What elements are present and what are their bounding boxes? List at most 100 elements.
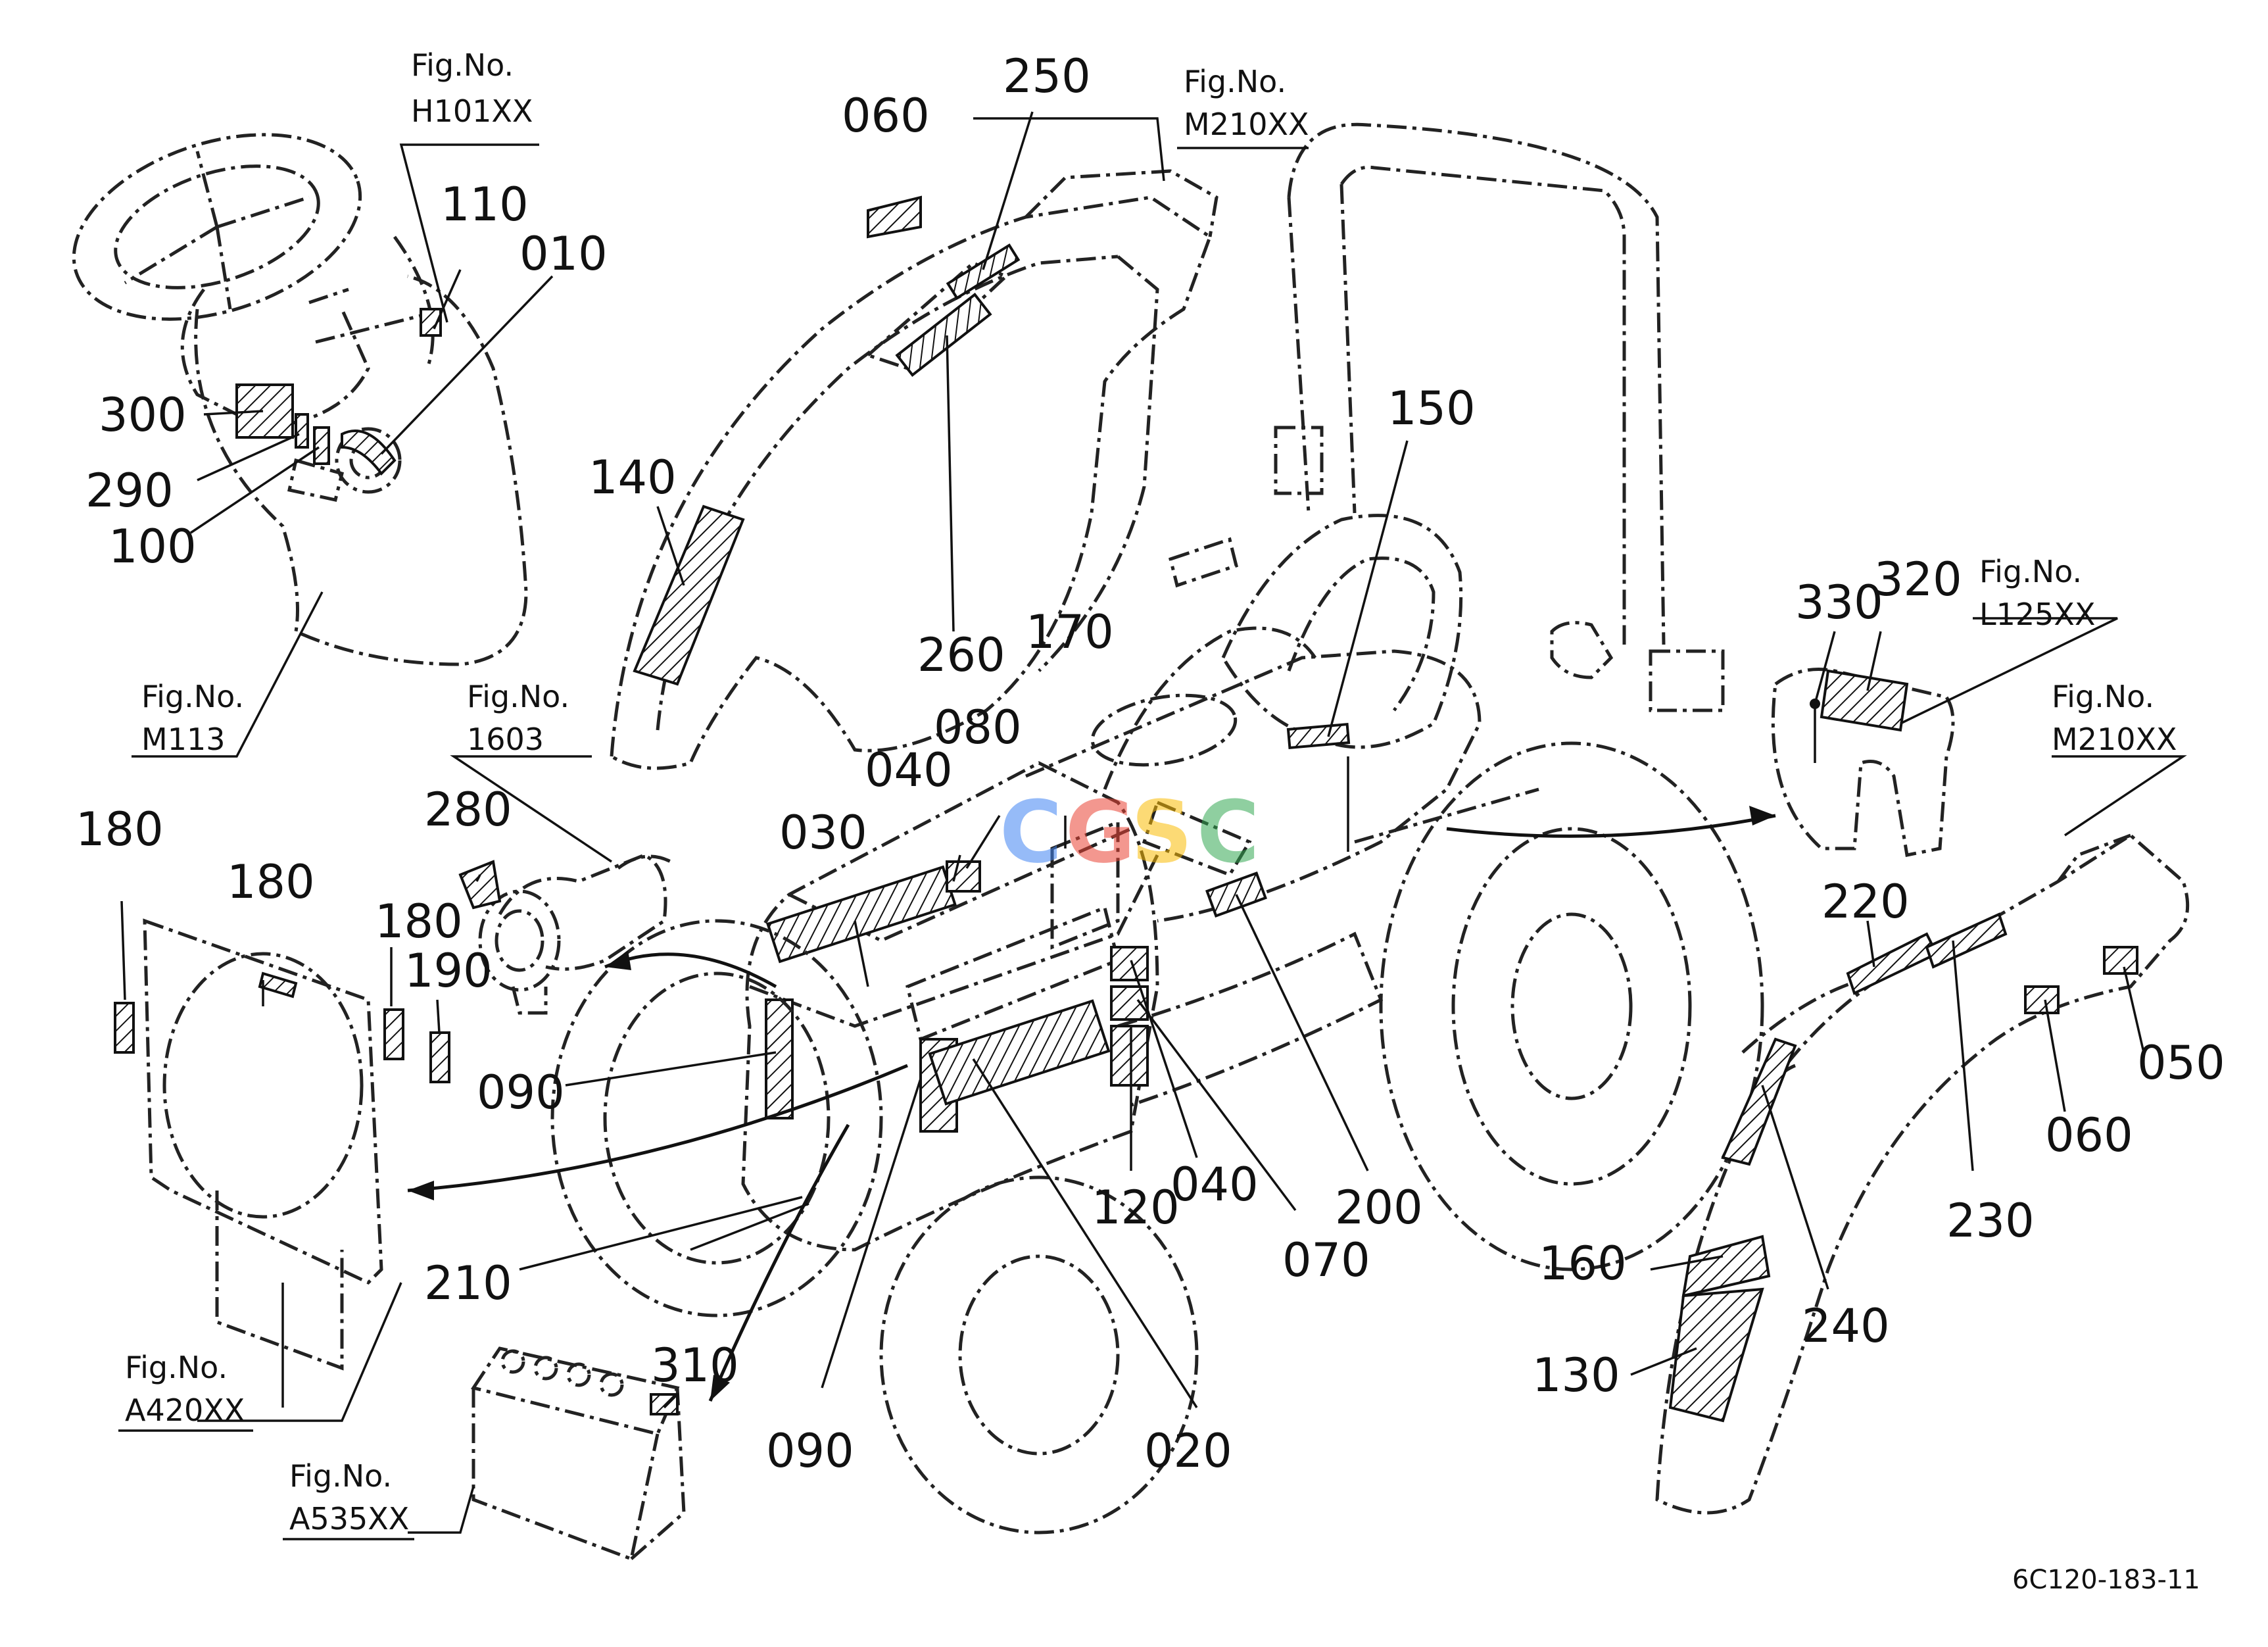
part-label-320: 320: [1874, 553, 1962, 606]
fig-prefix-h101: Fig.No.: [411, 47, 514, 83]
decal-250: [946, 243, 1021, 300]
steering-dash-assembly: [72, 133, 528, 666]
decal-130: [1668, 1287, 1764, 1423]
part-label-180-right: 180: [375, 895, 463, 948]
decal-060-top: [867, 195, 922, 239]
part-label-300: 300: [99, 388, 187, 442]
radiator-shroud: [114, 918, 450, 1371]
part-label-040-bottom: 040: [1170, 1158, 1259, 1212]
rops-bracket: [1771, 668, 1955, 857]
decal-180-left: [114, 1002, 135, 1054]
part-label-190: 190: [404, 944, 493, 998]
decal-120: [1110, 1025, 1149, 1087]
fig-prefix-l125: Fig.No.: [1979, 554, 2082, 589]
watermark-letter-3: S: [1131, 782, 1193, 882]
part-label-030: 030: [779, 806, 867, 860]
decal-030: [766, 865, 957, 964]
decal-010: [341, 430, 397, 476]
part-label-120: 120: [1092, 1181, 1180, 1235]
decal-040: [1110, 946, 1149, 981]
fig-ref-m210-right: M210XX: [2052, 722, 2177, 757]
part-label-010: 010: [519, 227, 608, 281]
part-label-150: 150: [1387, 381, 1476, 435]
fig-ref-m113: M113: [141, 722, 226, 757]
fig-prefix-m210-top: Fig.No.: [1184, 64, 1286, 99]
decal-230: [1925, 912, 2008, 969]
part-label-140: 140: [589, 451, 677, 504]
part-label-050: 050: [2137, 1036, 2225, 1090]
hood-top-assembly: [610, 169, 1218, 770]
part-label-060-top: 060: [842, 89, 930, 143]
wheels: [550, 741, 1764, 1535]
part-label-110: 110: [441, 178, 529, 232]
part-label-080: 080: [934, 701, 1022, 754]
fig-prefix-m113: Fig.No.: [141, 679, 244, 714]
fig-ref-a420: A420XX: [125, 1392, 245, 1428]
fender-right: [1655, 833, 2190, 1515]
decal-260: [895, 293, 992, 377]
part-label-160: 160: [1539, 1237, 1627, 1291]
part-label-200: 200: [1335, 1181, 1423, 1235]
decal-280: [458, 860, 502, 910]
decal-150: [1286, 722, 1351, 750]
part-number-labels: 110 010 300 290 100 060 250 140 260 150 …: [76, 49, 2225, 1478]
leader-lines: [120, 111, 2187, 1534]
part-label-280: 280: [424, 783, 512, 837]
decal-060-right: [2024, 985, 2060, 1014]
decal-140: [633, 504, 745, 686]
watermark-letter-2: G: [1065, 782, 1136, 882]
decal-090-upper: [765, 998, 794, 1119]
tractor-body: [741, 122, 1725, 1252]
decal-290: [295, 413, 309, 449]
fig-prefix-a420: Fig.No.: [125, 1350, 228, 1385]
watermark: C G S C: [1000, 782, 1259, 882]
part-label-180-left: 180: [76, 802, 164, 856]
part-label-060-right: 060: [2045, 1108, 2133, 1162]
part-label-130: 130: [1532, 1348, 1620, 1402]
part-label-180-center: 180: [227, 855, 315, 909]
decal-020: [928, 999, 1111, 1106]
part-label-170: 170: [1026, 605, 1114, 659]
fig-ref-a535: A535XX: [289, 1501, 409, 1536]
part-label-240: 240: [1802, 1299, 1890, 1353]
decal-220: [1846, 932, 1939, 995]
fig-ref-l125: L125XX: [1979, 597, 2095, 632]
air-cleaner: [458, 853, 672, 1015]
figure-references: Fig.No. H101XX Fig.No. M210XX Fig.No. M1…: [118, 47, 2177, 1540]
part-label-040-top: 040: [865, 743, 953, 797]
drawing-code: 6C120-183-11: [2012, 1565, 2200, 1595]
part-label-290: 290: [85, 464, 174, 518]
decal-180-center: [258, 971, 298, 998]
fig-ref-1603: 1603: [467, 722, 544, 757]
part-label-220: 220: [1822, 875, 1910, 929]
fig-ref-m210-top: M210XX: [1184, 107, 1309, 142]
part-label-070: 070: [1282, 1233, 1370, 1287]
decal-160: [1681, 1235, 1771, 1298]
fig-prefix-a535: Fig.No.: [289, 1458, 392, 1494]
decal-190: [429, 1031, 450, 1083]
part-label-090-lower: 090: [766, 1424, 854, 1478]
part-label-230: 230: [1946, 1194, 2035, 1248]
part-label-100: 100: [109, 520, 197, 574]
part-label-020: 020: [1144, 1424, 1232, 1478]
watermark-letter-4: C: [1197, 782, 1259, 882]
part-label-260: 260: [917, 628, 1005, 682]
part-label-250: 250: [1003, 49, 1091, 103]
callout-arrows: [407, 806, 1776, 1402]
decal-100: [313, 426, 330, 465]
watermark-letter-1: C: [1000, 782, 1062, 882]
battery: [470, 1346, 686, 1561]
decal-180-right: [383, 1008, 404, 1060]
part-label-210: 210: [424, 1256, 512, 1310]
part-label-310: 310: [651, 1339, 739, 1392]
fig-prefix-1603: Fig.No.: [467, 679, 569, 714]
decal-240: [1721, 1037, 1797, 1166]
decal-050: [2103, 946, 2138, 975]
fig-prefix-m210-right: Fig.No.: [2052, 679, 2154, 714]
decal-080: [946, 860, 981, 893]
decal-320: [1820, 669, 1909, 732]
fig-ref-h101: H101XX: [411, 93, 533, 129]
part-label-090-upper: 090: [477, 1066, 565, 1119]
part-label-330: 330: [1795, 576, 1883, 629]
